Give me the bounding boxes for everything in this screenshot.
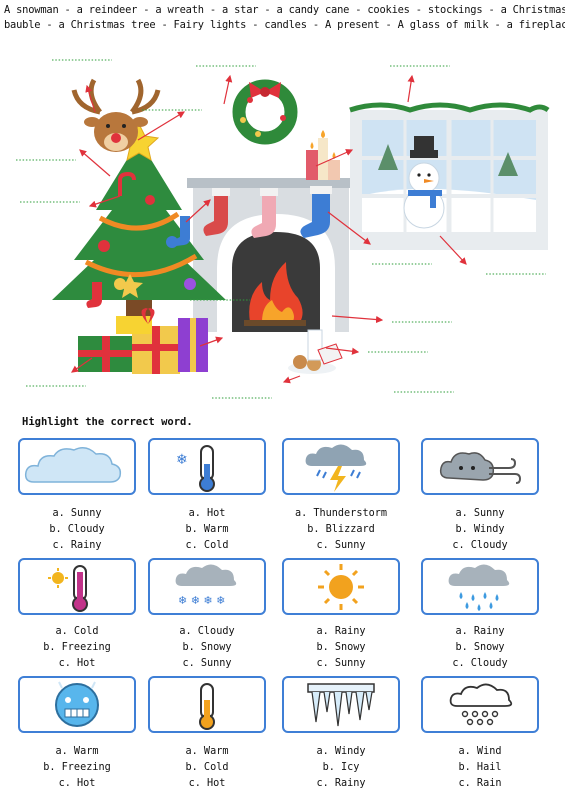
option[interactable]: a. Rainy [455, 626, 505, 637]
cookies-and-milk [288, 329, 343, 374]
option[interactable]: c. Sunny [182, 658, 232, 669]
options-5: a. Cold b. Freezing c. Hot [12, 624, 142, 672]
option[interactable]: b. Snowy [316, 642, 366, 653]
options-11: a. Windy b. Icy c. Rainy [276, 744, 406, 792]
options-10: a. Warm b. Cold c. Hot [142, 744, 272, 792]
christmas-tree [52, 140, 226, 318]
options-8: a. Rainy b. Snowy c. Cloudy [415, 624, 545, 672]
weather-card-5 [18, 558, 136, 615]
option[interactable]: a. Rainy [316, 626, 366, 637]
cloud-icon [24, 447, 122, 483]
option[interactable]: c. Hot [58, 778, 96, 789]
option[interactable]: a. Wind [458, 746, 502, 757]
christmas-scene-illustration [16, 59, 550, 399]
icicles-icon [307, 683, 375, 727]
weather-card-2: ❄ [148, 438, 266, 495]
stockings [203, 186, 332, 238]
options-9: a. Warm b. Freezing c. Hot [12, 744, 142, 792]
option[interactable]: b. Windy [455, 524, 505, 535]
option[interactable]: c. Sunny [316, 658, 366, 669]
option[interactable]: b. Snowy [182, 642, 232, 653]
option[interactable]: c. Rainy [52, 540, 102, 551]
instruction: Highlight the correct word. [22, 416, 193, 428]
word-bank: A snowman - a reindeer - a wreath - a st… [4, 3, 565, 32]
snow-cloud-icon: ❄ ❄ ❄ ❄ [175, 564, 237, 607]
frozen-face-icon [55, 681, 99, 727]
option[interactable]: b. Icy [322, 762, 360, 773]
wreath [232, 79, 298, 145]
option[interactable]: b. Freezing [43, 642, 111, 653]
option[interactable]: a. Cold [55, 626, 99, 637]
weather-card-8 [421, 558, 539, 615]
snowman [403, 136, 445, 229]
weather-card-4 [421, 438, 539, 495]
option[interactable]: c. Rain [458, 778, 502, 789]
weather-card-6: ❄ ❄ ❄ ❄ [148, 558, 266, 615]
option[interactable]: a. Warm [185, 746, 229, 757]
option[interactable]: b. Freezing [43, 762, 111, 773]
thunderstorm-icon [305, 444, 367, 492]
cold-thermometer-icon: ❄ [176, 445, 215, 492]
wind-icon [439, 452, 522, 484]
sun-icon [318, 564, 364, 610]
weather-card-1 [18, 438, 136, 495]
options-12: a. Wind b. Hail c. Rain [415, 744, 545, 792]
rain-cloud-icon [448, 564, 510, 611]
option[interactable]: b. Cloudy [49, 524, 105, 535]
option[interactable]: c. Cold [185, 540, 229, 551]
scene-arrows [71, 74, 467, 384]
option[interactable]: b. Snowy [455, 642, 505, 653]
word-bank-line-2: bauble - a Christmas tree - Fairy lights… [4, 18, 565, 31]
svg-text:❄: ❄ [176, 452, 188, 468]
answer-lines [16, 59, 546, 399]
option[interactable]: b. Blizzard [307, 524, 375, 535]
weather-card-7 [282, 558, 400, 615]
window [349, 102, 550, 250]
hail-cloud-icon [449, 683, 513, 726]
options-4: a. Sunny b. Windy c. Cloudy [415, 506, 545, 554]
weather-card-10 [148, 676, 266, 733]
option[interactable]: c. Cloudy [452, 658, 508, 669]
svg-text:❄ ❄ ❄ ❄: ❄ ❄ ❄ ❄ [178, 594, 225, 607]
options-7: a. Rainy b. Snowy c. Sunny [276, 624, 406, 672]
option[interactable]: a. Windy [316, 746, 366, 757]
option[interactable]: a. Warm [55, 746, 99, 757]
option[interactable]: c. Sunny [316, 540, 366, 551]
warm-thermometer-icon [199, 683, 215, 730]
weather-card-11 [282, 676, 400, 733]
option[interactable]: c. Rainy [316, 778, 366, 789]
options-1: a. Sunny b. Cloudy c. Rainy [12, 506, 142, 554]
candles [306, 130, 340, 180]
weather-card-12 [421, 676, 539, 733]
option[interactable]: c. Cloudy [452, 540, 508, 551]
option[interactable]: c. Hot [188, 778, 226, 789]
option[interactable]: b. Cold [185, 762, 229, 773]
word-bank-line-1: A snowman - a reindeer - a wreath - a st… [4, 4, 565, 16]
option[interactable]: b. Warm [185, 524, 229, 535]
option[interactable]: a. Hot [188, 508, 226, 519]
reindeer [71, 78, 161, 152]
hot-thermometer-icon [48, 565, 88, 612]
weather-card-9 [18, 676, 136, 733]
presents [78, 308, 208, 374]
options-6: a. Cloudy b. Snowy c. Sunny [142, 624, 272, 672]
option[interactable]: c. Hot [58, 658, 96, 669]
options-2: a. Hot b. Warm c. Cold [142, 506, 272, 554]
weather-card-3 [282, 438, 400, 495]
option[interactable]: a. Cloudy [179, 626, 235, 637]
option[interactable]: b. Hail [458, 762, 502, 773]
option[interactable]: a. Thunderstorm [294, 508, 387, 519]
options-3: a. Thunderstorm b. Blizzard c. Sunny [276, 506, 406, 554]
option[interactable]: a. Sunny [52, 508, 102, 519]
option[interactable]: a. Sunny [455, 508, 505, 519]
